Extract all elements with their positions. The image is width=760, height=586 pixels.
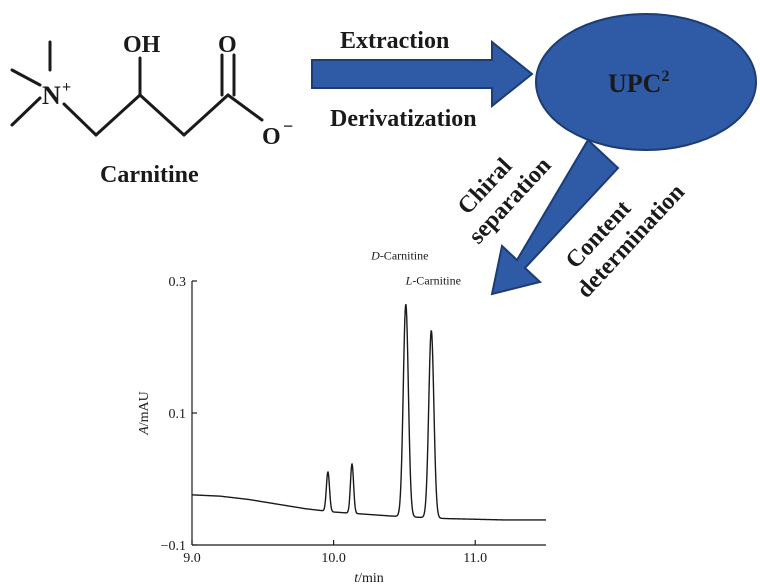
carboxylate-oxygen-label: O bbox=[262, 124, 281, 150]
carboxylate-bond bbox=[226, 93, 264, 122]
molecule-name: Carnitine bbox=[100, 162, 199, 188]
peak-label: L-Carnitine bbox=[405, 274, 461, 288]
chain-bond-c3-c4 bbox=[182, 93, 230, 137]
instrument-name: UPC bbox=[608, 69, 661, 98]
y-tick-label: −0.1 bbox=[161, 539, 186, 554]
ammonium-nitrogen-label: N bbox=[42, 81, 61, 110]
x-axis-label: t/min bbox=[354, 571, 384, 586]
methyl-bond-left-up bbox=[10, 68, 42, 87]
x-tick-label: 11.0 bbox=[463, 551, 487, 566]
x-tick-label: 10.0 bbox=[321, 551, 346, 566]
ammonium-charge: + bbox=[62, 79, 71, 96]
chain-bond-c1-c2 bbox=[94, 93, 142, 137]
step-extraction: Extraction bbox=[340, 28, 449, 54]
x-tick-label: 9.0 bbox=[183, 551, 201, 566]
y-axis-label: A/mAU bbox=[137, 391, 152, 436]
outcome-arrow bbox=[490, 138, 620, 296]
carbonyl-oxygen-label: O bbox=[218, 32, 237, 58]
workflow-arrow bbox=[311, 39, 534, 109]
peak-label: D-Carnitine bbox=[370, 248, 428, 262]
peak-label-name: -Carnitine bbox=[380, 248, 429, 262]
chain-bond-n-c1 bbox=[62, 102, 98, 137]
peak-label-name: -Carnitine bbox=[412, 274, 461, 288]
chromatogram-trace bbox=[191, 303, 547, 521]
chain-bond-c2-c3 bbox=[138, 93, 186, 137]
peak-label-enantiomer: L bbox=[405, 274, 413, 288]
y-axis-label-unit: /mAU bbox=[137, 391, 152, 426]
instrument-label: UPC2 bbox=[608, 68, 669, 98]
carnitine-structure bbox=[10, 40, 264, 137]
carboxylate-charge: − bbox=[283, 116, 293, 136]
methyl-bond-left-down bbox=[10, 96, 42, 127]
step-derivatization: Derivatization bbox=[330, 106, 477, 132]
x-ticks: 9.0 10.0 11.0 bbox=[183, 540, 487, 566]
y-ticks: −0.1 0.1 0.3 bbox=[161, 275, 197, 554]
y-tick-label: 0.1 bbox=[169, 407, 187, 422]
x-axis-label-italic: t bbox=[354, 571, 359, 586]
x-axis-label-unit: /min bbox=[358, 571, 384, 586]
instrument-ellipse bbox=[535, 13, 757, 151]
y-tick-label: 0.3 bbox=[169, 275, 187, 290]
peak-label-enantiomer: D bbox=[370, 248, 380, 262]
y-axis-label-italic: A bbox=[137, 426, 152, 436]
instrument-superscript: 2 bbox=[661, 68, 669, 85]
hydroxyl-label: OH bbox=[123, 32, 161, 58]
